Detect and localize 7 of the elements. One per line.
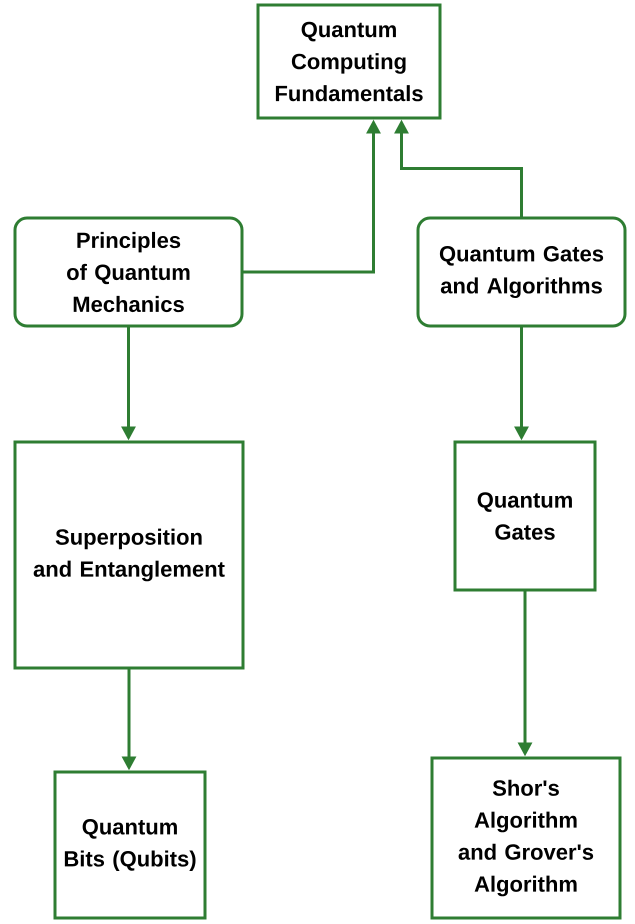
rounded-box: Principles of Quantum Mechanics [14,216,244,328]
process-box: Shor's Algorithm and Grover's Algorithm [430,756,622,920]
rounded-box: Quantum Gates and Algorithms [416,216,626,328]
process-box: Quantum Bits (Qubits) [54,770,206,920]
process-box: Quantum Computing Fundamentals [256,4,442,120]
process-box: Superposition and Entanglement [14,440,244,670]
process-box: Quantum Gates [454,440,596,592]
